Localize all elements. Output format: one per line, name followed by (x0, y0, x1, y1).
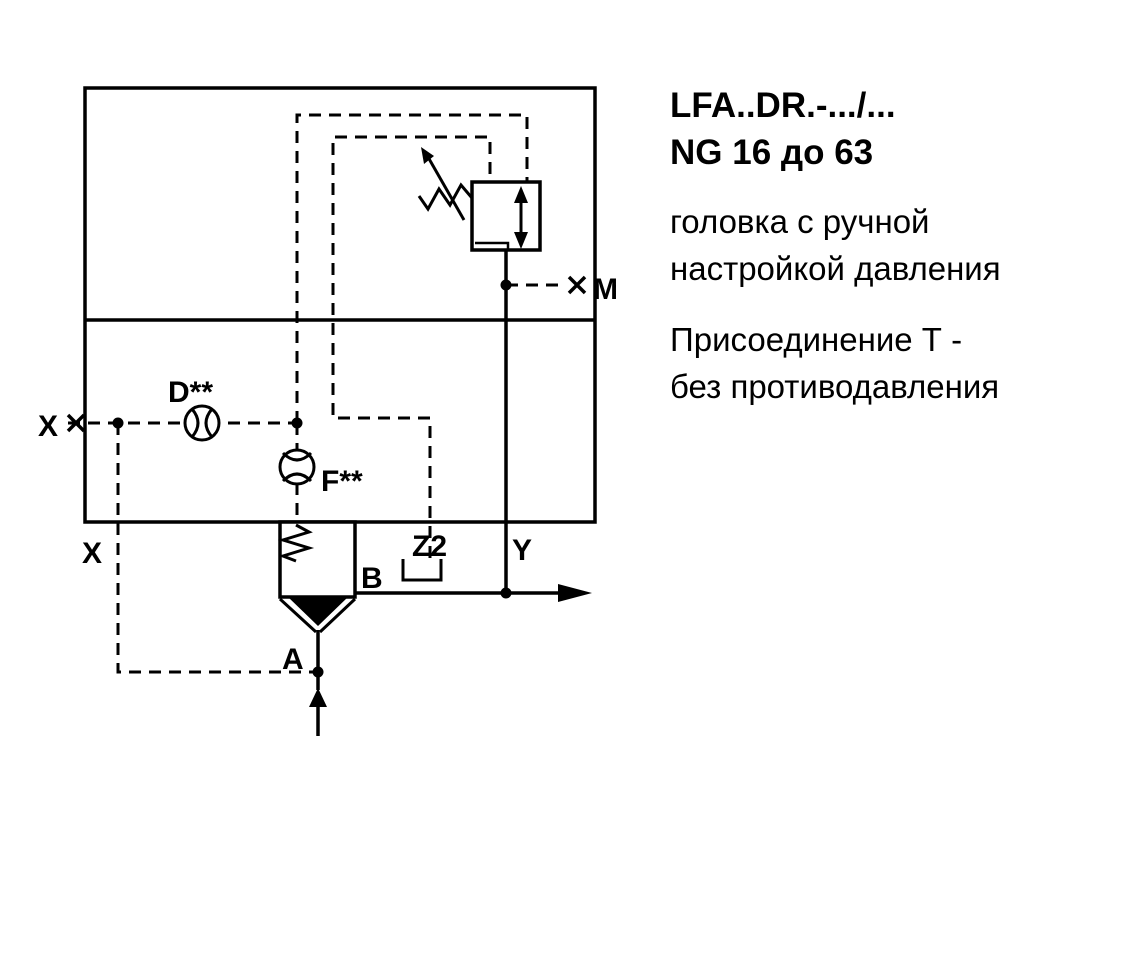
junction-dot (291, 417, 303, 429)
pilot-line-z2-vent (331, 135, 492, 558)
spacer (670, 176, 1110, 198)
port-y-label: Y (512, 534, 532, 567)
port-m-plug-icon (567, 275, 587, 295)
port-x-left-label: X (38, 410, 58, 443)
description-line: головка с ручной (670, 203, 930, 240)
relief-valve-arrow-up-icon (514, 186, 528, 203)
diagram-labels: X X D** F** Z2 Y B A M (38, 273, 618, 676)
poppet-seat (278, 597, 357, 634)
main-poppet-cartridge (277, 520, 357, 634)
description-line: без противодавления (670, 368, 1000, 405)
description-line: Присоединение Т - (670, 321, 963, 358)
pilot-relief-valve (417, 147, 542, 252)
port-a-flow-arrow-icon (309, 688, 327, 707)
size-range: NG 16 до 63 (670, 133, 874, 172)
plug-marks (66, 275, 587, 433)
port-a-label: A (282, 643, 304, 676)
orifice-f-symbol (278, 448, 316, 486)
orifice-d-label: D** (168, 376, 213, 409)
relief-adjustment-arrow-line (426, 156, 466, 221)
junction-dots (112, 279, 512, 678)
junction-dot (112, 417, 124, 429)
port-b-flow-arrow-icon (558, 584, 592, 602)
junction-dot (500, 279, 512, 291)
port-z2-label: Z2 (412, 530, 447, 563)
junction-dot (312, 666, 324, 678)
relief-valve-body (470, 180, 542, 252)
model-code: LFA..DR.-.../... (670, 86, 896, 125)
orifice-d-symbol (183, 404, 221, 442)
junction-dot (500, 587, 512, 599)
relief-valve-arrow-down-icon (514, 232, 528, 249)
port-m-label: M (593, 273, 618, 306)
spacer (670, 292, 1110, 316)
relief-adjustment-arrowhead-icon (421, 147, 434, 164)
relief-valve-port-bracket (475, 241, 510, 250)
port-x-bottom-label: X (82, 537, 102, 570)
poppet-spring-icon (277, 523, 315, 563)
relief-valve-spring-icon (417, 182, 474, 212)
housing-outline (83, 86, 597, 524)
poppet-icon (288, 597, 348, 626)
orifice-f-label: F** (321, 465, 363, 498)
pilot-line-relief-inlet (295, 113, 529, 423)
description-line: настройкой давления (670, 250, 1001, 287)
port-z2-bracket (401, 559, 443, 582)
port-b-label: B (361, 562, 383, 595)
port-x-plug-icon (66, 413, 86, 433)
info-panel: LFA..DR.-.../... NG 16 до 63 головка с р… (670, 82, 1110, 410)
port-x-branch-line (116, 423, 318, 674)
